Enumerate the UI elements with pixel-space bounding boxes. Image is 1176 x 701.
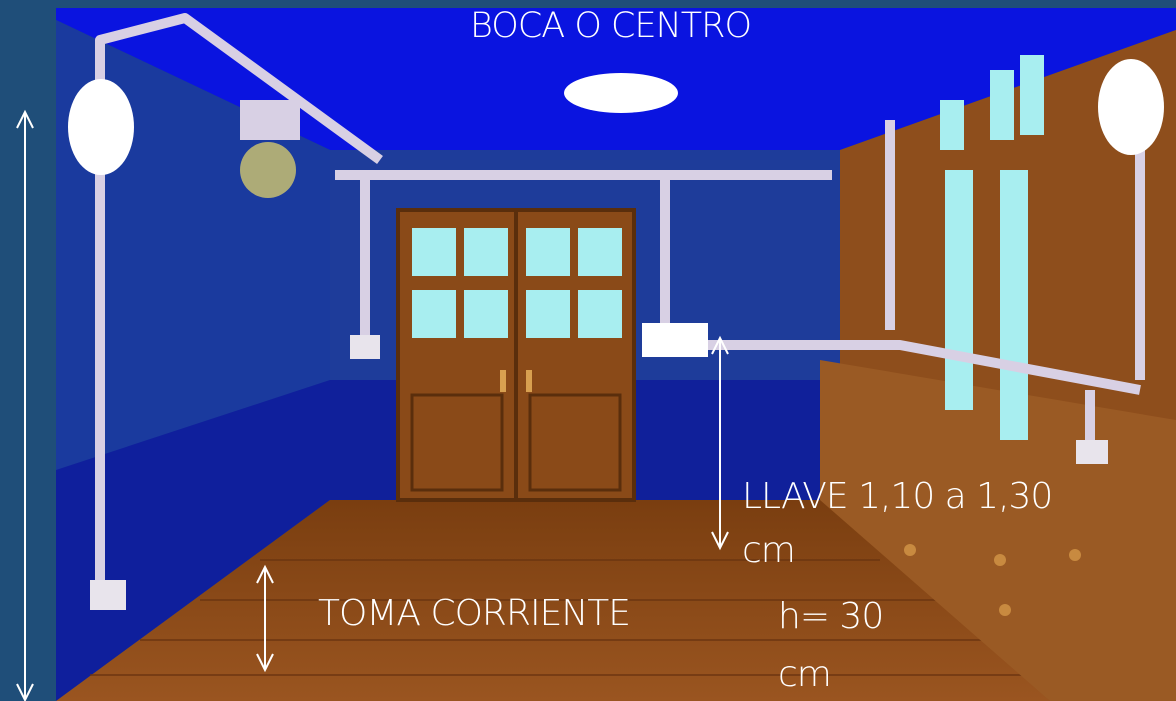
toma-height-unit: cm: [778, 654, 832, 695]
toma-height-arrow: [256, 564, 274, 673]
toma-height-label: h= 30: [778, 596, 884, 637]
right-wall-light-marker: [1098, 59, 1164, 155]
left-wall-light-marker: [68, 79, 134, 175]
wall-lamp: [240, 100, 300, 198]
total-height-arrow: [16, 109, 34, 701]
llave-height-label: LLAVE 1,10 a 1,30: [742, 476, 1053, 517]
toma-corriente-label: TOMA CORRIENTE: [318, 593, 631, 634]
llave-height-unit: cm: [742, 530, 796, 571]
electrical-conduits: [95, 13, 1145, 600]
door-glass-panes: [412, 228, 622, 338]
llave-switch-marker: [642, 323, 708, 357]
left-wainscot: [56, 380, 330, 701]
cabinet-window-panes: [940, 55, 1044, 440]
wall-outlets: [90, 335, 1108, 610]
cabinet-knobs: [904, 544, 1081, 616]
llave-height-arrow: [711, 335, 729, 551]
floor-boards: [90, 559, 1080, 676]
boca-o-centro-label: BOCA O CENTRO: [470, 6, 752, 46]
boca-o-centro-marker: [564, 73, 678, 113]
door: [396, 208, 636, 502]
